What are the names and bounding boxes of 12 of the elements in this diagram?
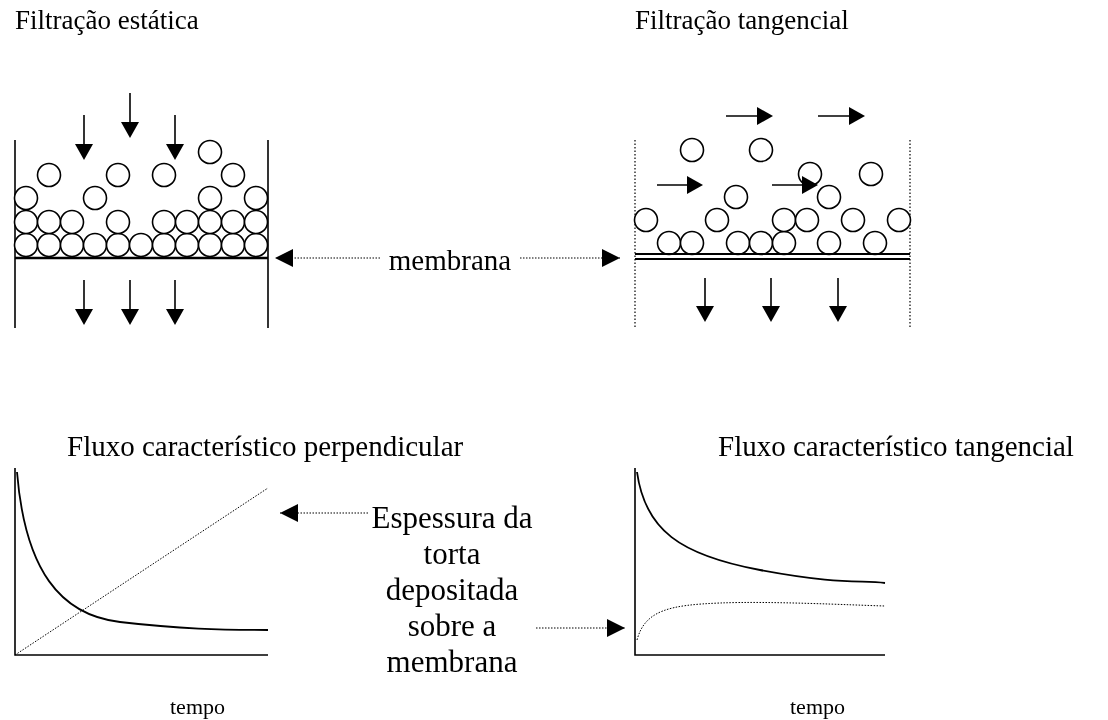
arrow [535,619,626,637]
axis-label: tempo [790,693,845,720]
drawing-title: Filtração estática [15,4,199,36]
callout-text: Espessura da torta depositada sobre a membrana [370,500,534,680]
drawing-title: Fluxo característico tangencial [718,430,1074,462]
arrow [274,249,381,267]
callout-text: membrana [388,243,512,278]
arrow [519,249,621,267]
axis-label: tempo [170,693,225,720]
drawing-title: Filtração tangencial [635,4,849,36]
drawing-title: Fluxo característico perpendicular [67,430,464,462]
arrow [279,504,369,522]
